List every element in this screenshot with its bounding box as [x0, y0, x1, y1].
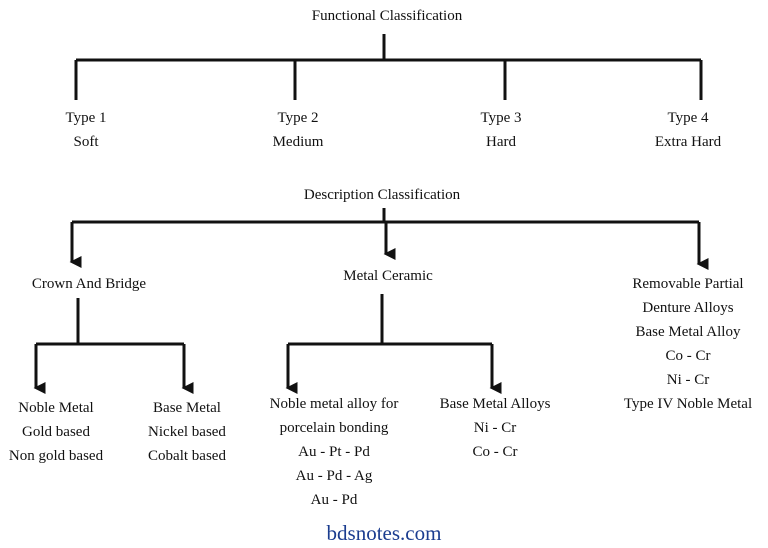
- metal-ceramic-node: Metal Ceramic: [343, 268, 433, 284]
- mc-noble-metal-node: Noble metal alloy for porcelain bonding …: [269, 396, 399, 508]
- type-3-node: Type 3 Hard: [480, 110, 522, 150]
- cb-noble-metal-node: Noble Metal Gold based Non gold based: [8, 400, 104, 464]
- removable-partial-node: Removable Partial Denture Alloys Base Me…: [623, 276, 753, 412]
- type-1-node: Type 1 Soft: [65, 110, 107, 150]
- description-title: Description Classification: [303, 187, 461, 203]
- type-4-node: Type 4 Extra Hard: [654, 110, 722, 150]
- type-2-node: Type 2 Medium: [272, 110, 324, 150]
- functional-title: Functional Classification: [311, 8, 463, 24]
- watermark-footer: bdsnotes.com: [326, 521, 442, 545]
- cb-base-metal-node: Base Metal Nickel based Cobalt based: [148, 400, 226, 464]
- crown-bridge-node: Crown And Bridge: [31, 276, 147, 292]
- mc-base-metal-node: Base Metal Alloys Ni - Cr Co - Cr: [439, 396, 551, 460]
